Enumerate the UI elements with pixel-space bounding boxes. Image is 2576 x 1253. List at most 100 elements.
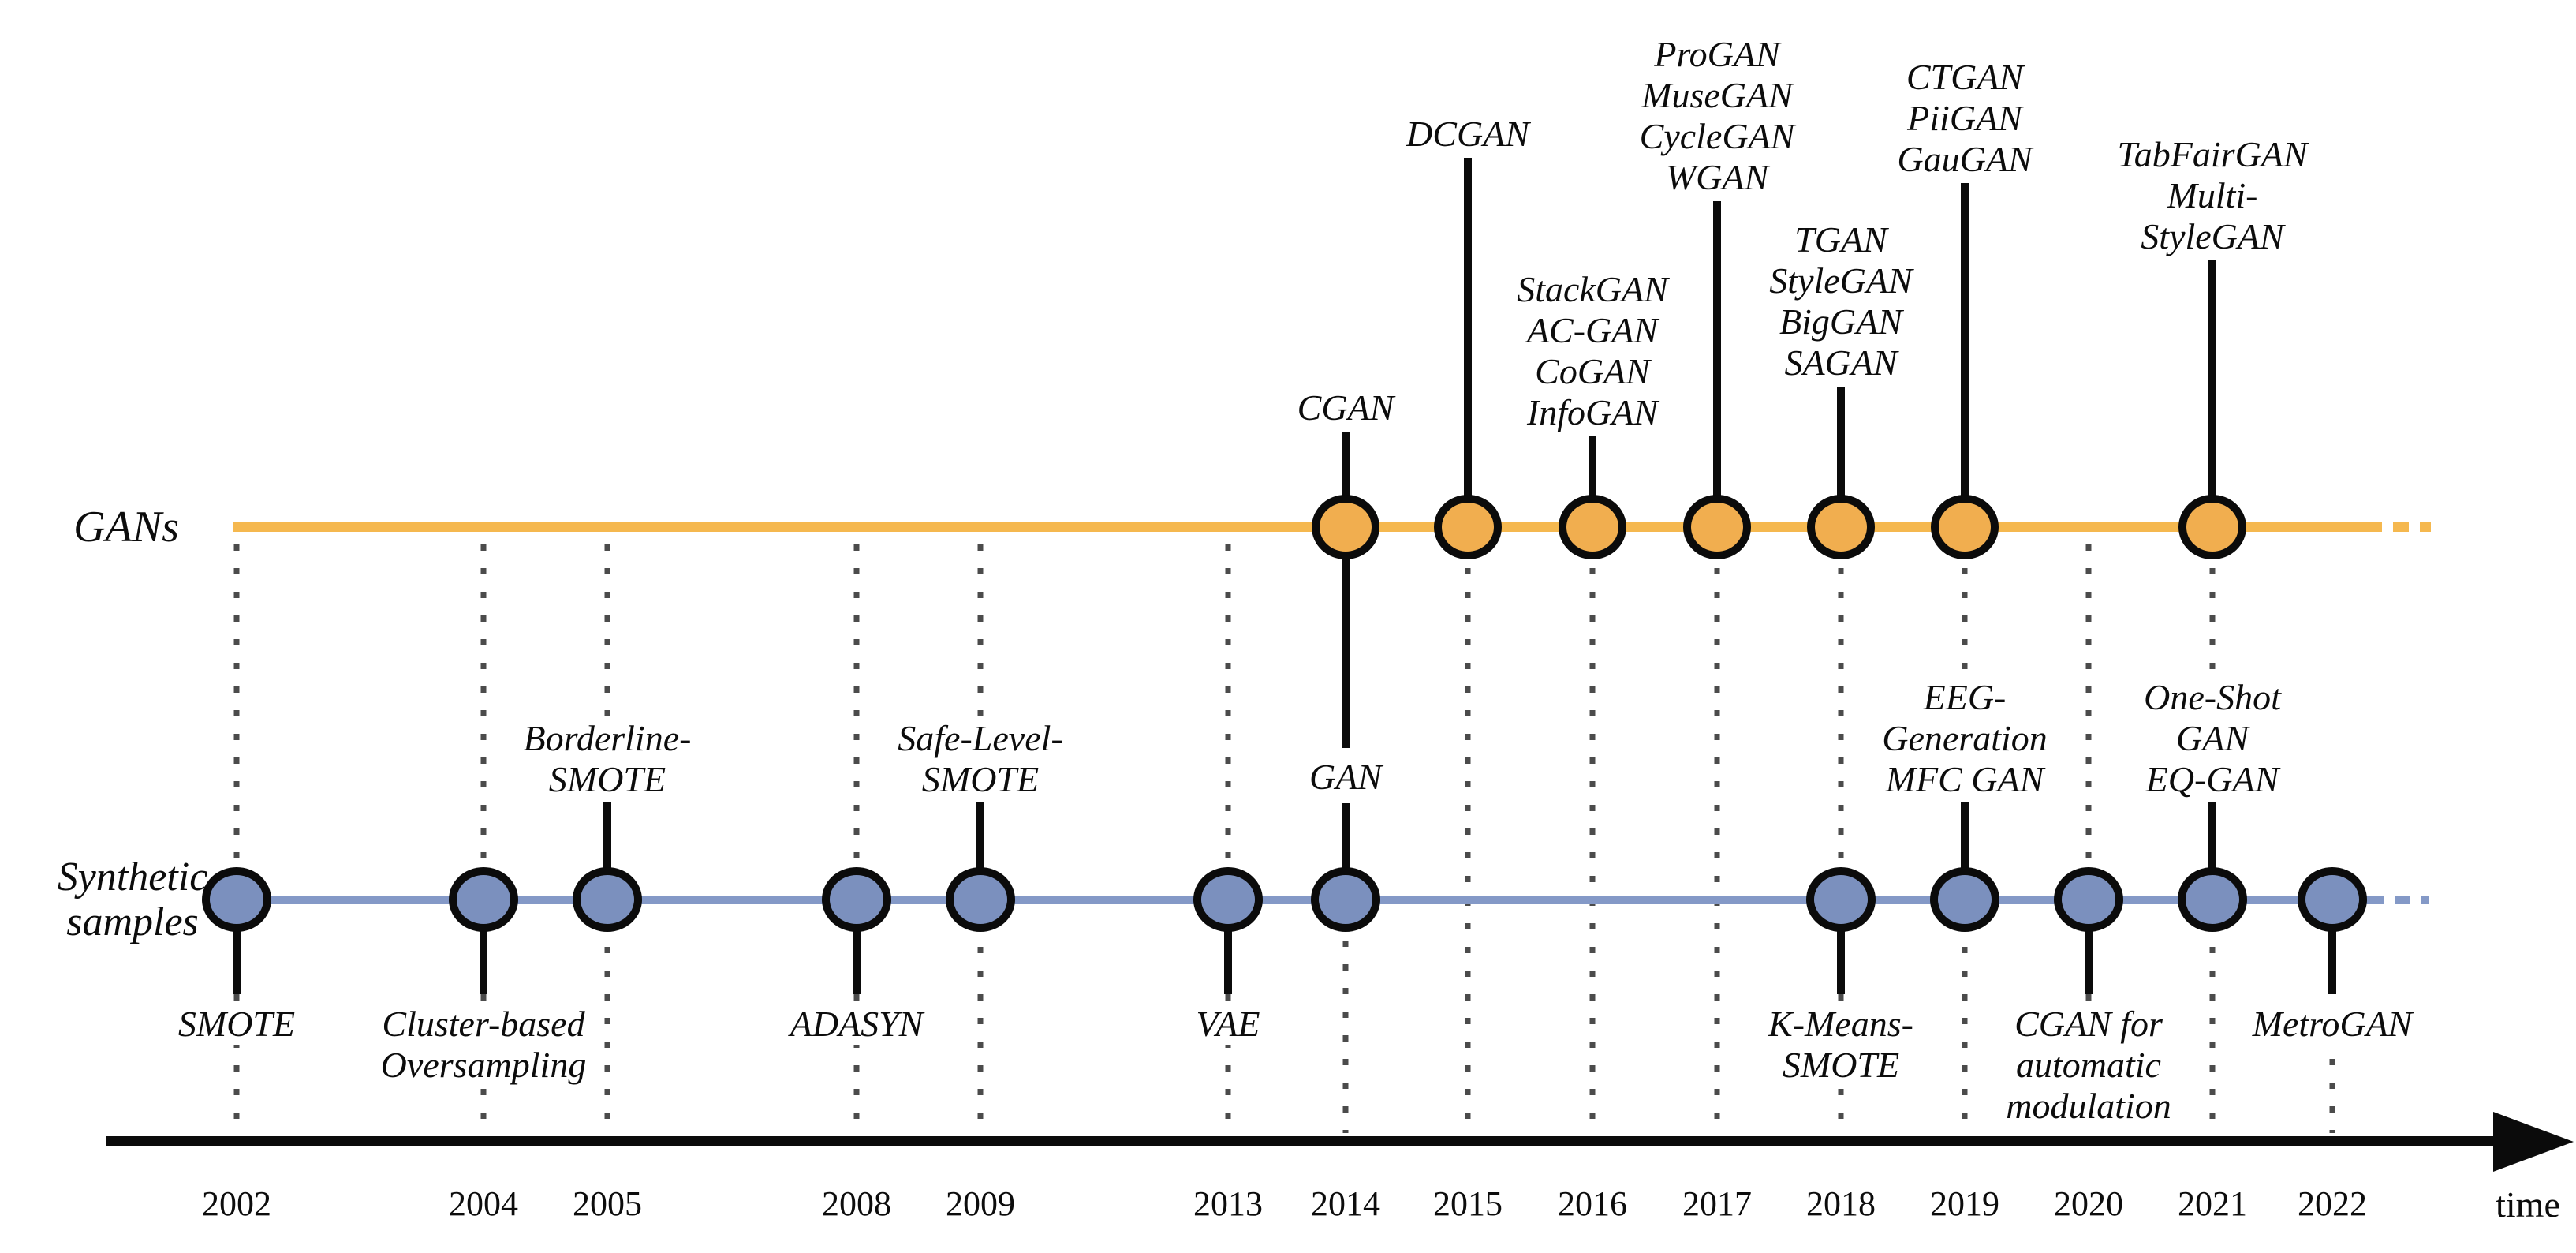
sample-method-label-VAE: VAE	[1193, 1004, 1264, 1045]
year-label-2002: 2002	[202, 1184, 271, 1223]
time-axis-arrowhead-icon	[2493, 1111, 2574, 1172]
year-label-2008: 2008	[822, 1184, 891, 1223]
label-line: Oversampling	[380, 1045, 587, 1085]
label-line: CTGAN	[1906, 57, 2024, 97]
gan-event-stem-2334	[1837, 387, 1845, 527]
dotted-year-gridline-2013	[1225, 544, 1231, 1133]
label-line: ADASYN	[790, 1004, 924, 1044]
sample-event-lower-stem-1086	[853, 900, 861, 994]
dotted-year-gridline-2016	[1589, 544, 1596, 1133]
label-line: EEG-	[1923, 677, 2007, 717]
gans-timeline	[233, 522, 2366, 532]
label-line: InfoGAN	[1526, 392, 1659, 432]
sample-event-lower-stem-2648	[2085, 900, 2093, 994]
sample-event-upper-stem-2491	[1961, 802, 1969, 900]
samples-timeline-node-1706	[1311, 867, 1380, 932]
label-line: StyleGAN	[2141, 216, 2284, 256]
year-label-2021: 2021	[2178, 1184, 2247, 1223]
year-label-2013: 2013	[1193, 1184, 1263, 1223]
label-line: Cluster-based	[382, 1004, 585, 1044]
label-line: MetroGAN	[2252, 1004, 2413, 1044]
sample-method-label-Borderline-: Borderline-SMOTE	[520, 718, 695, 800]
label-line: TGAN	[1794, 219, 1887, 260]
samples-timeline-node-2648	[2054, 867, 2123, 932]
dotted-year-gridline-2020	[2085, 544, 2092, 1133]
label-line: SMOTE	[177, 1004, 296, 1044]
label-line: Multi-	[2167, 175, 2258, 215]
label-line: Generation	[1882, 718, 2048, 758]
label-line: StyleGAN	[1769, 260, 1913, 301]
gan-bridge-label: GAN	[1306, 757, 1385, 798]
gan-event-stem-2491	[1961, 183, 1969, 527]
sample-event-lower-stem-300	[233, 900, 241, 994]
samples-timeline-node-2491	[1930, 867, 1999, 932]
samples-timeline-node-2957	[2298, 867, 2367, 932]
year-label-2018: 2018	[1806, 1184, 1876, 1223]
gans-timeline-dashed-end	[2366, 522, 2431, 532]
dotted-year-gridline-2014	[1342, 941, 1349, 1133]
gan-timeline-node-1861	[1434, 495, 1502, 559]
sample-method-label-SMOTE: SMOTE	[174, 1004, 299, 1045]
gan-event-stem-2805	[2208, 260, 2216, 527]
synthetic-row-label-line2: samples	[66, 900, 199, 944]
label-line: CGAN for	[2014, 1004, 2163, 1044]
sample-event-upper-stem-770	[603, 802, 611, 900]
sample-method-label-CGAN for: CGAN forautomaticmodulation	[2003, 1004, 2175, 1127]
dotted-year-gridline-2004	[480, 544, 487, 1133]
sample-method-label-K-Means-: K-Means-SMOTE	[1765, 1004, 1917, 1086]
synthetic-samples-row-label: Synthetic samples	[58, 855, 208, 944]
gan-timeline-node-2805	[2178, 495, 2246, 559]
sample-event-lower-stem-613	[480, 900, 487, 994]
gans-row-label: GANs	[73, 503, 179, 552]
samples-timeline-node-2334	[1806, 867, 1876, 932]
label-line: GAN	[2176, 718, 2249, 758]
label-line: ProGAN	[1654, 34, 1780, 74]
samples-timeline-node-1243	[946, 867, 1015, 932]
dotted-year-gridline-2017	[1714, 544, 1720, 1133]
label-line: One-Shot	[2144, 677, 2281, 717]
dotted-year-gridline-2018	[1838, 544, 1844, 1133]
samples-timeline-dashed-end	[2368, 895, 2429, 904]
gan-event-stem-2019	[1589, 436, 1596, 527]
samples-timeline-node-2805	[2178, 867, 2247, 932]
label-line: EQ-GAN	[2145, 759, 2279, 799]
year-label-2005: 2005	[573, 1184, 642, 1223]
label-line: K-Means-	[1768, 1004, 1913, 1044]
label-line: modulation	[2006, 1086, 2171, 1126]
year-label-2020: 2020	[2054, 1184, 2123, 1223]
sample-method-label-Safe-Level-: Safe-Level-SMOTE	[894, 718, 1066, 800]
dotted-year-gridline-2002	[233, 544, 240, 1133]
samples-timeline	[237, 895, 2368, 904]
sample-method-label-ADASYN: ADASYN	[786, 1004, 927, 1045]
label-line: SMOTE	[548, 759, 666, 799]
year-label-2004: 2004	[449, 1184, 518, 1223]
year-label-2016: 2016	[1558, 1184, 1627, 1223]
label-line: CycleGAN	[1639, 116, 1795, 156]
label-line: Borderline-	[523, 718, 692, 758]
gan-method-label-CGAN: CGAN	[1294, 387, 1398, 428]
label-line: Safe-Level-	[898, 718, 1063, 758]
gan-timeline-node-2491	[1931, 495, 1999, 559]
sample-event-lower-stem-2957	[2328, 900, 2336, 994]
sample-event-lower-stem-1557	[1224, 900, 1232, 994]
label-line: BigGAN	[1779, 301, 1902, 342]
label-line: AC-GAN	[1526, 310, 1659, 350]
sample-event-upper-stem-1243	[976, 802, 984, 900]
samples-timeline-node-1086	[822, 867, 891, 932]
gan-timeline-node-2177	[1683, 495, 1751, 559]
time-axis-line	[106, 1136, 2496, 1146]
samples-timeline-node-1557	[1193, 867, 1263, 932]
gan-event-stem-2177	[1713, 201, 1721, 527]
gan-bridge-lower-stem	[1342, 803, 1350, 900]
sample-method-label-MetroGAN: MetroGAN	[2249, 1004, 2416, 1045]
label-line: TabFairGAN	[2117, 134, 2308, 174]
gan-timeline-node-2334	[1807, 495, 1875, 559]
gan-bridge-upper-stem	[1342, 527, 1350, 748]
